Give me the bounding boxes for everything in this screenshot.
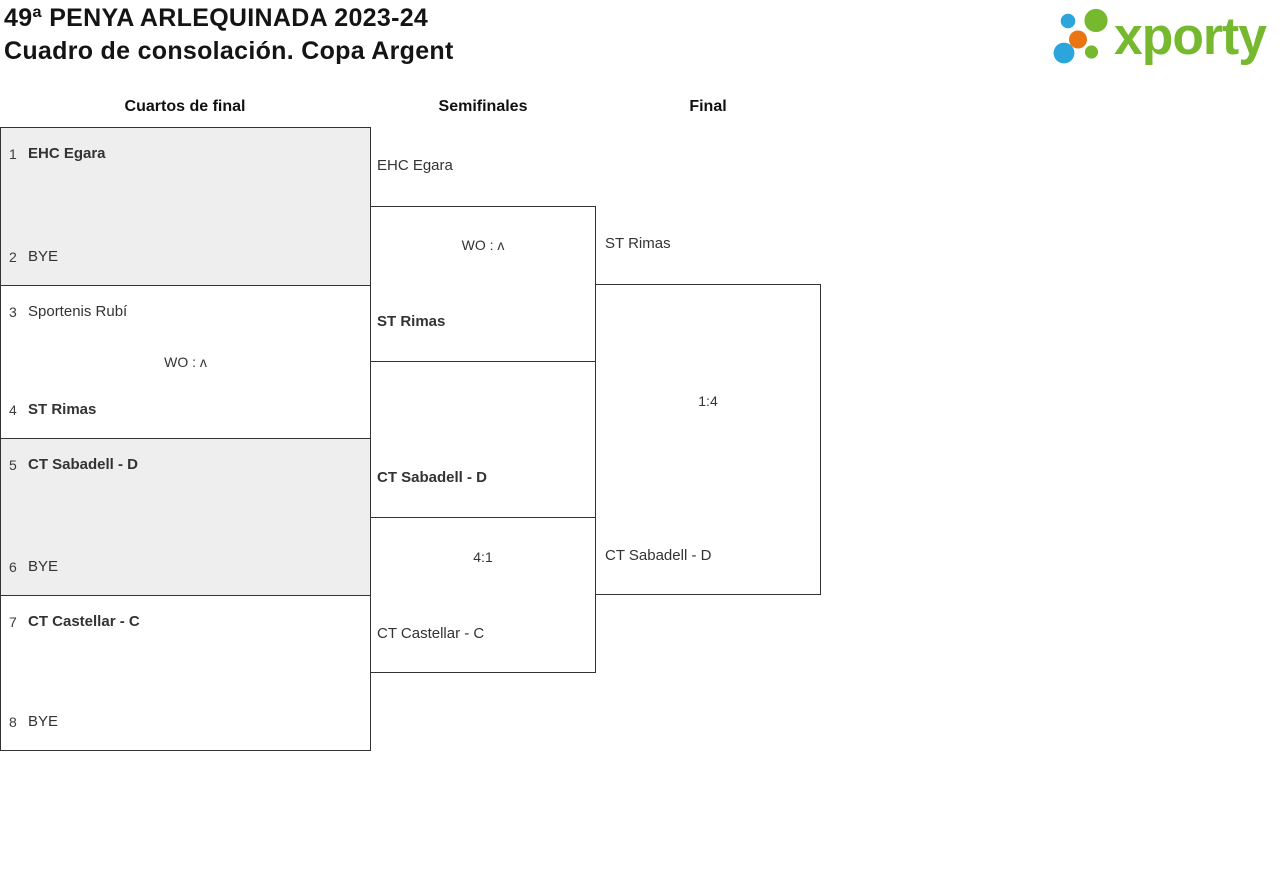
qf-match-4: 7 CT Castellar - C 8 BYE [0, 595, 371, 751]
logo-dot-blue-small [1060, 13, 1076, 29]
sf2-score: 4:1 [473, 549, 493, 565]
qf4-team1-name: CT Castellar - C [28, 613, 140, 630]
qf3-seed2: 6 [9, 559, 17, 575]
qf3-score [1, 508, 370, 526]
qf2-team2-row: 4 ST Rimas [9, 401, 362, 419]
final-match-box [595, 284, 821, 595]
sf-match-1-box [370, 206, 596, 362]
qf3-team2-row: 6 BYE [9, 558, 362, 576]
qf2-team1-name: Sportenis Rubí [28, 303, 128, 320]
qf4-seed1: 7 [9, 614, 17, 630]
logo-wordmark: xporty [1114, 7, 1267, 66]
qf2-team2-name: ST Rimas [28, 401, 97, 418]
qf3-team1-name: CT Sabadell - D [28, 456, 139, 473]
logo-dot-green-small [1084, 45, 1099, 59]
qf1-team1-name: EHC Egara [28, 145, 106, 162]
qf4-seed2: 8 [9, 714, 17, 730]
round-header-semifinals: Semifinales [438, 98, 528, 115]
final-team2-name: CT Sabadell - D [605, 547, 712, 564]
logo-dot-blue-large [1053, 42, 1075, 64]
round-header-final: Final [689, 98, 727, 115]
bracket-subtitle: Cuadro de consolación. Copa Argent [4, 37, 454, 65]
round-header-quarterfinals: Cuartos de final [124, 98, 246, 115]
qf4-score [1, 664, 370, 682]
qf4-team1-row: 7 CT Castellar - C [9, 613, 362, 631]
sf1-score: WO : ʌ [461, 237, 505, 253]
qf-match-1: 1 EHC Egara 2 BYE [0, 127, 371, 286]
qf2-seed1: 3 [9, 304, 17, 320]
final-team1-name: ST Rimas [605, 235, 671, 252]
page-title: 49ª PENYA ARLEQUINADA 2023-24 Cuadro de … [4, 2, 454, 68]
qf3-team1-row: 5 CT Sabadell - D [9, 456, 362, 474]
qf-match-3: 5 CT Sabadell - D 6 BYE [0, 438, 371, 596]
qf4-team2-name: BYE [28, 713, 59, 730]
tournament-name: 49ª PENYA ARLEQUINADA 2023-24 [4, 4, 429, 32]
qf1-score [1, 198, 370, 216]
logo-dot-green-large [1084, 8, 1108, 33]
sf2-team2-name: CT Castellar - C [377, 625, 485, 642]
sf1-team2-name: ST Rimas [377, 313, 446, 330]
xporty-logo: xporty [1053, 7, 1268, 66]
qf1-team1-row: 1 EHC Egara [9, 145, 362, 163]
qf3-seed1: 5 [9, 457, 17, 473]
qf1-team2-name: BYE [28, 248, 59, 265]
qf2-score: WO : ʌ [164, 354, 207, 370]
sf-match-2-box [370, 517, 596, 673]
qf1-seed2: 2 [9, 249, 17, 265]
qf-match-2: 3 Sportenis Rubí WO : ʌ 4 ST Rimas [0, 285, 371, 439]
qf2-team1-row: 3 Sportenis Rubí [9, 303, 362, 321]
sf2-team1-name: CT Sabadell - D [377, 469, 488, 486]
qf1-team2-row: 2 BYE [9, 248, 362, 266]
qf2-seed2: 4 [9, 402, 17, 418]
final-score: 1:4 [698, 393, 718, 409]
qf1-seed1: 1 [9, 146, 17, 162]
qf3-team2-name: BYE [28, 558, 59, 575]
qf4-team2-row: 8 BYE [9, 713, 362, 731]
sf1-team1-name: EHC Egara [377, 157, 453, 174]
logo-dot-orange [1069, 30, 1087, 49]
